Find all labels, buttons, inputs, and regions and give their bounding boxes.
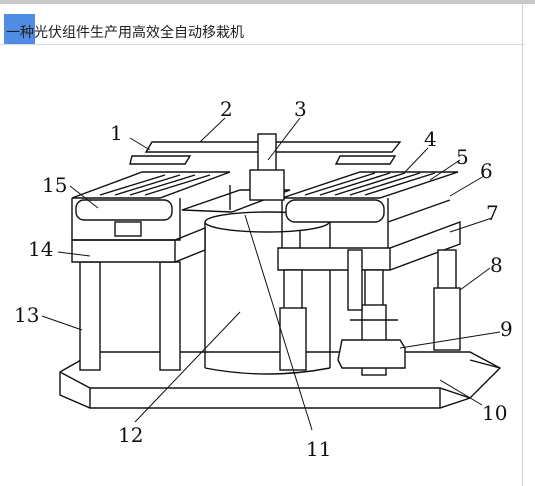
label-6: 6 — [480, 159, 493, 183]
label-2: 2 — [220, 97, 233, 121]
label-13: 13 — [14, 303, 39, 327]
top-border — [0, 0, 535, 4]
label-7: 7 — [486, 201, 499, 225]
label-4: 4 — [424, 127, 437, 151]
page-title: 一种光伏组件生产用高效全自动移栽机 — [6, 25, 244, 41]
central-cylinder — [204, 211, 331, 375]
label-3: 3 — [294, 97, 307, 121]
label-12: 12 — [118, 423, 143, 447]
title-divider — [0, 44, 525, 45]
patent-drawing: 1 2 3 4 5 6 7 8 9 10 11 12 13 14 15 — [14, 97, 513, 461]
label-1: 1 — [110, 121, 123, 145]
left-frame — [71, 226, 206, 371]
part-labels: 1 2 3 4 5 6 7 8 9 10 11 12 13 14 15 — [14, 97, 513, 461]
title-bar: 一种光伏组件生产用高效全自动移栽机 — [0, 14, 535, 44]
label-14: 14 — [28, 237, 53, 261]
leader-lines — [41, 117, 501, 431]
title-highlight — [4, 14, 35, 44]
right-frame — [277, 220, 461, 271]
rotary-arm — [129, 133, 402, 201]
left-conveyor — [71, 171, 231, 241]
right-conveyor — [281, 171, 459, 248]
label-9: 9 — [500, 317, 513, 341]
label-5: 5 — [456, 145, 469, 169]
label-8: 8 — [490, 253, 503, 277]
lift-cylinders — [279, 249, 461, 376]
label-10: 10 — [482, 401, 507, 425]
right-divider — [522, 4, 523, 486]
label-15: 15 — [42, 173, 67, 197]
label-11: 11 — [306, 437, 331, 461]
